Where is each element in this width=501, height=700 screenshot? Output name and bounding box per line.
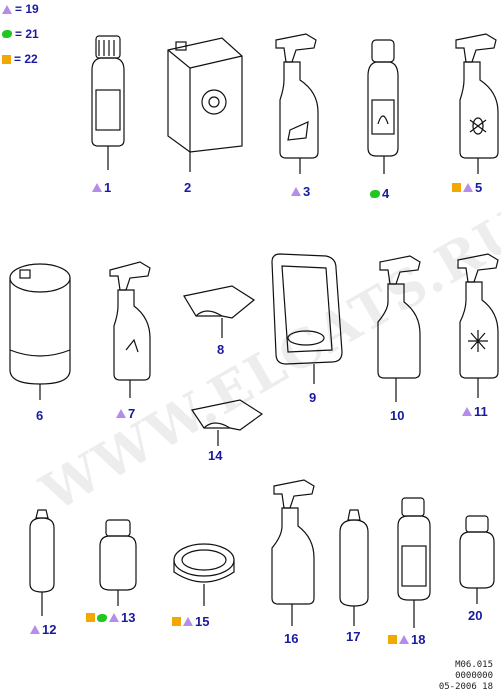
reference-line-3: 05-2006 18	[438, 682, 493, 692]
part-14-cloth-icon[interactable]	[191, 399, 264, 446]
triangle-icon	[463, 183, 473, 192]
part-17-aerosol-icon[interactable]	[339, 509, 369, 626]
part-1-bottle-icon[interactable]	[91, 35, 125, 170]
triangle-icon	[92, 183, 102, 192]
part-2-label[interactable]: 2	[184, 180, 192, 195]
part-1-label[interactable]: 1	[92, 180, 111, 195]
part-11-spray-bottle-icon[interactable]	[457, 253, 499, 398]
triangle-icon	[116, 409, 126, 418]
part-15-tin-icon[interactable]	[173, 543, 235, 606]
orange-square-icon	[452, 183, 461, 192]
part-5-spray-bottle-icon[interactable]	[455, 33, 499, 174]
triangle-icon	[183, 617, 193, 626]
part-20-small-bottle-icon[interactable]	[459, 515, 495, 604]
legend-item-21: = 21	[2, 27, 39, 41]
orange-square-icon	[86, 613, 95, 622]
legend-text: = 19	[15, 2, 39, 16]
part-15-label[interactable]: 15	[172, 614, 209, 629]
orange-square-icon	[2, 54, 11, 64]
part-2-canister-icon[interactable]	[167, 37, 243, 172]
part-10-spray-bottle-icon[interactable]	[377, 255, 421, 402]
part-16-label[interactable]: 16	[284, 631, 299, 646]
part-6-label[interactable]: 6	[36, 408, 44, 423]
triangle-icon	[2, 4, 12, 14]
triangle-icon	[109, 613, 119, 622]
part-13-label[interactable]: 13	[86, 610, 135, 625]
part-11-label[interactable]: 11	[462, 404, 488, 419]
legend-item-22: = 22	[2, 52, 38, 66]
legend-text: = 22	[14, 52, 38, 66]
legend-text: = 21	[15, 27, 39, 41]
part-9-pack-icon[interactable]	[271, 253, 343, 384]
part-7-label[interactable]: 7	[116, 406, 135, 421]
part-5-label[interactable]: 5	[452, 180, 482, 195]
green-blob-icon	[2, 30, 12, 38]
part-4-label[interactable]: 4	[370, 186, 389, 201]
green-blob-icon	[97, 613, 107, 622]
part-8-cloth-icon[interactable]	[183, 285, 256, 338]
part-6-drum-icon[interactable]	[9, 263, 71, 400]
reference-line-1: M06.015	[455, 660, 493, 670]
part-13-small-bottle-icon[interactable]	[99, 519, 137, 606]
triangle-icon	[399, 635, 409, 644]
reference-line-2: 0000000	[455, 671, 493, 681]
part-10-label[interactable]: 10	[390, 408, 405, 423]
part-12-label[interactable]: 12	[30, 622, 56, 637]
part-3-label[interactable]: 3	[291, 184, 310, 199]
part-3-spray-bottle-icon[interactable]	[275, 33, 319, 174]
legend-item-19: = 19	[2, 2, 39, 16]
part-12-aerosol-icon[interactable]	[29, 509, 55, 616]
part-17-label[interactable]: 17	[346, 629, 361, 644]
part-18-label[interactable]: 18	[388, 632, 425, 647]
part-8-label[interactable]: 8	[217, 342, 225, 357]
part-9-label[interactable]: 9	[309, 390, 317, 405]
part-4-bottle-icon[interactable]	[367, 39, 399, 174]
triangle-icon	[291, 187, 301, 196]
orange-square-icon	[172, 617, 181, 626]
triangle-icon	[30, 625, 40, 634]
triangle-icon	[462, 407, 472, 416]
part-7-spray-bottle-icon[interactable]	[109, 261, 151, 398]
part-18-bottle-icon[interactable]	[397, 497, 431, 628]
part-20-label[interactable]: 20	[468, 608, 483, 623]
part-16-spray-bottle-icon[interactable]	[271, 479, 315, 626]
orange-square-icon	[388, 635, 397, 644]
reference-code: M06.015 0000000 05-2006 18	[439, 660, 493, 693]
part-14-label[interactable]: 14	[208, 448, 223, 463]
green-blob-icon	[370, 189, 380, 198]
